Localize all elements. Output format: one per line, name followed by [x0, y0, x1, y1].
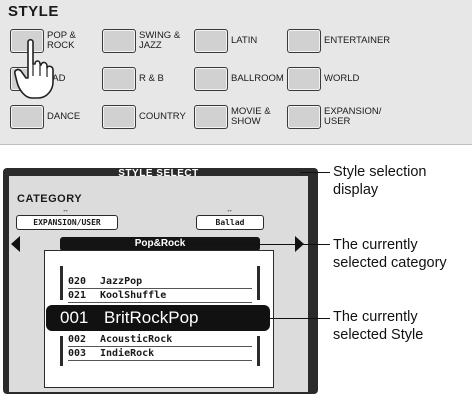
scroll-indicator: [60, 266, 63, 300]
divider: [68, 346, 252, 347]
button-key[interactable]: [287, 105, 321, 129]
pressing-hand-icon: [14, 38, 54, 99]
divider: [68, 288, 252, 289]
callout-category: The currently selected category: [333, 237, 447, 271]
button-key[interactable]: [102, 29, 136, 53]
divider: [68, 360, 252, 361]
style-button-latin[interactable]: LATIN: [194, 22, 287, 60]
button-key[interactable]: [194, 29, 228, 53]
scroll-indicator: [60, 336, 63, 366]
button-label: LATIN: [231, 34, 258, 46]
tick-mark-icon: ↔: [226, 207, 233, 214]
style-button-entertainer[interactable]: ENTERTAINER: [287, 22, 407, 60]
callout-leader-line: [270, 318, 330, 319]
callout-leader-line: [300, 172, 330, 173]
category-tab-next[interactable]: Ballad: [196, 215, 264, 230]
button-label: BALLROOM: [231, 72, 284, 84]
button-key[interactable]: [102, 105, 136, 129]
button-key[interactable]: [102, 67, 136, 91]
button-label: EXPANSION/ USER: [324, 105, 382, 127]
current-category-bar: Pop&Rock: [60, 237, 260, 251]
callout-style: The currently selected Style: [333, 309, 424, 343]
style-button-swing-jazz[interactable]: SWING & JAZZ: [102, 22, 194, 60]
button-key[interactable]: [194, 105, 228, 129]
style-button-country[interactable]: COUNTRY: [102, 98, 194, 136]
button-key[interactable]: [194, 67, 228, 91]
panel-title: STYLE: [8, 3, 59, 20]
style-button-dance[interactable]: DANCE: [10, 98, 102, 136]
callout-display: Style selection display: [333, 164, 427, 198]
button-key[interactable]: [287, 29, 321, 53]
tick-mark-icon: ↔: [62, 207, 69, 214]
scroll-indicator: [257, 336, 260, 366]
display-header: STYLE SELECT: [118, 168, 199, 179]
button-key[interactable]: [10, 29, 44, 53]
button-label: COUNTRY: [139, 110, 186, 122]
style-button-pop-rock[interactable]: POP & ROCK: [10, 22, 102, 60]
button-label: ENTERTAINER: [324, 34, 391, 46]
style-button-world[interactable]: WORLD: [287, 60, 407, 98]
style-button-grid: POP & ROCK SWING & JAZZ LATIN ENTERTAINE…: [10, 22, 407, 136]
style-button-panel: STYLE POP & ROCK SWING & JAZZ LATIN ENTE…: [0, 0, 472, 145]
button-key[interactable]: [10, 105, 44, 129]
callout-leader-line: [190, 244, 330, 245]
category-left-arrow-icon[interactable]: [11, 236, 20, 252]
category-tab-previous[interactable]: EXPANSION/USER: [16, 215, 118, 230]
button-label: R & B: [139, 72, 164, 84]
button-label: POP & ROCK: [47, 29, 76, 51]
divider: [68, 302, 252, 303]
button-label: LAD: [47, 72, 66, 84]
style-button-ballroom[interactable]: BALLROOM: [194, 60, 287, 98]
button-label: SWING & JAZZ: [139, 29, 181, 51]
style-button-r-b[interactable]: R & B: [102, 60, 194, 98]
button-key[interactable]: [287, 67, 321, 91]
category-label: CATEGORY: [17, 193, 83, 205]
button-label: DANCE: [47, 110, 81, 122]
style-button-movie-show[interactable]: MOVIE & SHOW: [194, 98, 287, 136]
scroll-indicator: [257, 266, 260, 300]
button-label: MOVIE & SHOW: [231, 105, 271, 127]
button-label: WORLD: [324, 72, 360, 84]
style-button-expansion-user[interactable]: EXPANSION/ USER: [287, 98, 407, 136]
